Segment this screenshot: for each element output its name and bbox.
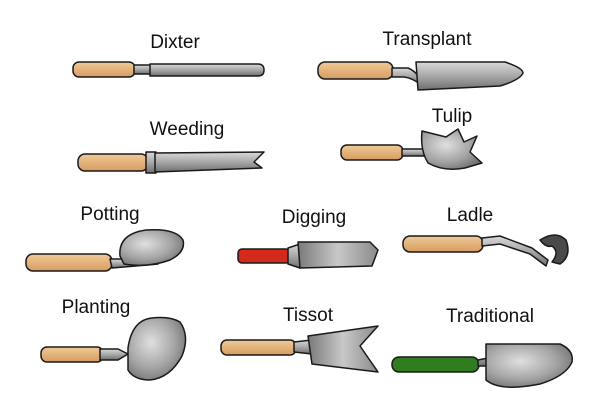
tulip-blade xyxy=(420,128,483,170)
potting-blade xyxy=(119,228,185,267)
label-planting: Planting xyxy=(61,297,131,318)
label-tulip: Tulip xyxy=(431,106,473,127)
tissot-tool xyxy=(220,325,379,373)
transplant-handle xyxy=(317,61,394,80)
transplant-blade xyxy=(415,61,524,91)
label-tissot: Tissot xyxy=(283,305,333,326)
label-dixter: Dixter xyxy=(150,32,200,53)
digging-blade xyxy=(297,241,379,269)
potting-tool xyxy=(25,228,185,272)
ladle-handle xyxy=(402,235,484,253)
tulip-handle xyxy=(340,144,404,161)
label-transplant: Transplant xyxy=(382,29,472,50)
planting-blade xyxy=(127,316,187,381)
tulip-tool xyxy=(340,128,483,170)
ladle-tool xyxy=(402,234,569,267)
label-potting: Potting xyxy=(80,204,140,225)
label-weeding: Weeding xyxy=(149,119,225,140)
ladle-bowl xyxy=(539,234,569,265)
transplant-tool xyxy=(317,61,524,91)
tulip-shank xyxy=(401,148,425,157)
dixter-handle xyxy=(72,61,136,78)
label-ladle: Ladle xyxy=(446,205,494,226)
planting-neck xyxy=(99,348,129,361)
weeding-blade xyxy=(154,151,265,173)
potting-handle xyxy=(25,253,113,272)
tissot-handle xyxy=(220,339,297,356)
label-digging: Digging xyxy=(281,207,347,228)
digging-tool xyxy=(237,241,379,269)
label-traditional: Traditional xyxy=(445,306,535,327)
transplant-neck xyxy=(391,67,421,85)
traditional-handle xyxy=(391,356,480,373)
weeding-handle xyxy=(77,153,149,172)
planting-handle xyxy=(40,346,104,363)
tissot-blade xyxy=(307,325,379,373)
traditional-tool xyxy=(391,343,573,388)
planting-tool xyxy=(40,316,187,381)
dixter-tool xyxy=(72,61,265,78)
weeding-tool xyxy=(77,151,265,174)
ladle-shank xyxy=(481,235,549,267)
traditional-blade xyxy=(485,343,573,388)
dixter-blade xyxy=(149,63,265,77)
digging-handle xyxy=(237,248,291,264)
